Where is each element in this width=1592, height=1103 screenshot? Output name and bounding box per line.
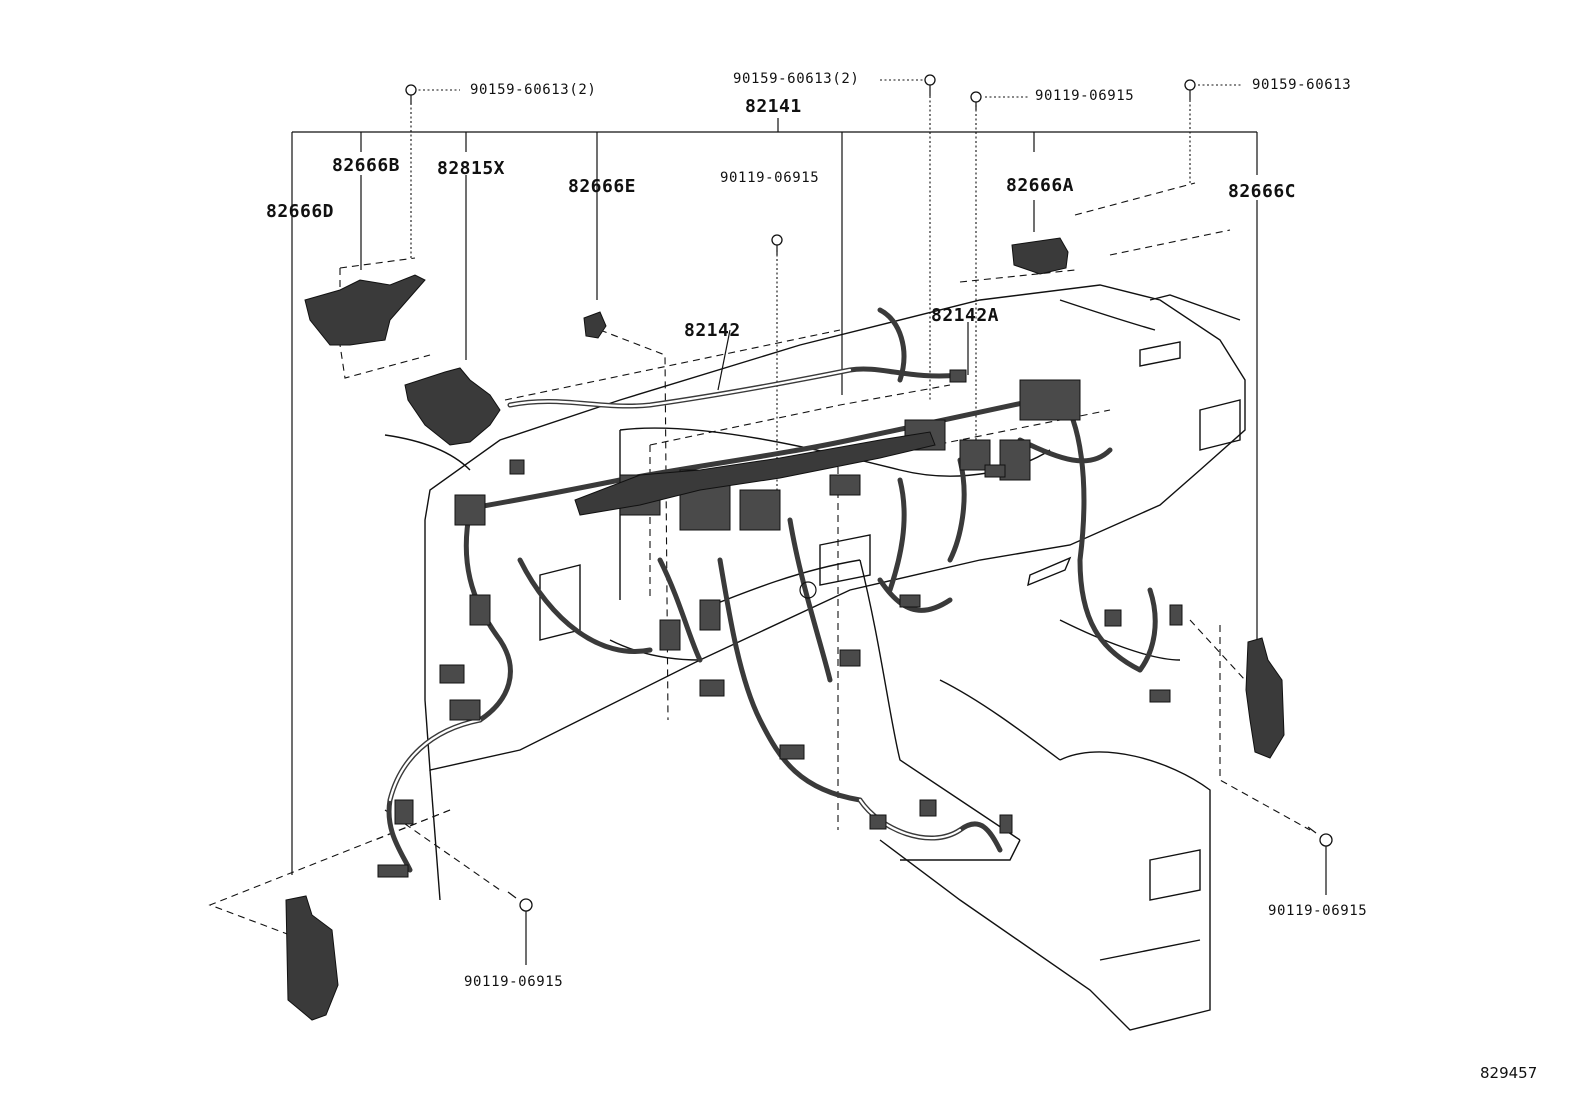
label-82141: 82141 [745, 96, 802, 117]
part-82666B-shape [304, 274, 426, 346]
label-82666E: 82666E [568, 176, 637, 197]
part-82666D-shape [285, 895, 339, 1021]
label-82666B: 82666B [332, 155, 401, 176]
label-screw-top-left: 90159-60613(2) [470, 82, 597, 98]
part-82666A-shape [1011, 237, 1069, 275]
bolt-top-center [970, 91, 982, 110]
bolt-bottom-right [1307, 826, 1333, 895]
label-screw-top-center: 90159-60613(2) [733, 71, 860, 87]
label-82142A: 82142A [931, 305, 1000, 326]
label-82666D: 82666D [266, 201, 335, 222]
harness-connectors [377, 369, 1183, 878]
bolt-center [771, 234, 783, 255]
part-82666C-shape [1245, 637, 1285, 759]
bolt-bottom-left [507, 891, 533, 965]
label-82815X: 82815X [437, 158, 506, 179]
callout-bracket-82141 [291, 118, 1258, 875]
dashboard-outline [384, 284, 1246, 1031]
part-82142-bar [574, 431, 936, 516]
label-bolt-bottom-left: 90119-06915 [464, 974, 564, 990]
part-82666E-shape [583, 311, 607, 339]
label-bolt-center: 90119-06915 [720, 170, 820, 186]
screw-top-left [405, 84, 417, 104]
label-bolt-bottom-right: 90119-06915 [1268, 903, 1368, 919]
screw-top-right [1184, 79, 1196, 100]
wire-harness-main [386, 307, 1158, 873]
leader-lines [360, 175, 1258, 640]
label-bolt-top-center: 90119-06915 [1035, 88, 1135, 104]
dotted-screw-lines [410, 79, 1243, 505]
label-82666C: 82666C [1228, 181, 1297, 202]
label-screw-top-right: 90159-60613 [1252, 77, 1352, 93]
part-82815X-shape [404, 367, 501, 446]
label-82666A: 82666A [1006, 175, 1075, 196]
diagram-id: 829457 [1480, 1064, 1538, 1082]
screw-top-center [924, 74, 936, 96]
label-82142: 82142 [684, 320, 741, 341]
